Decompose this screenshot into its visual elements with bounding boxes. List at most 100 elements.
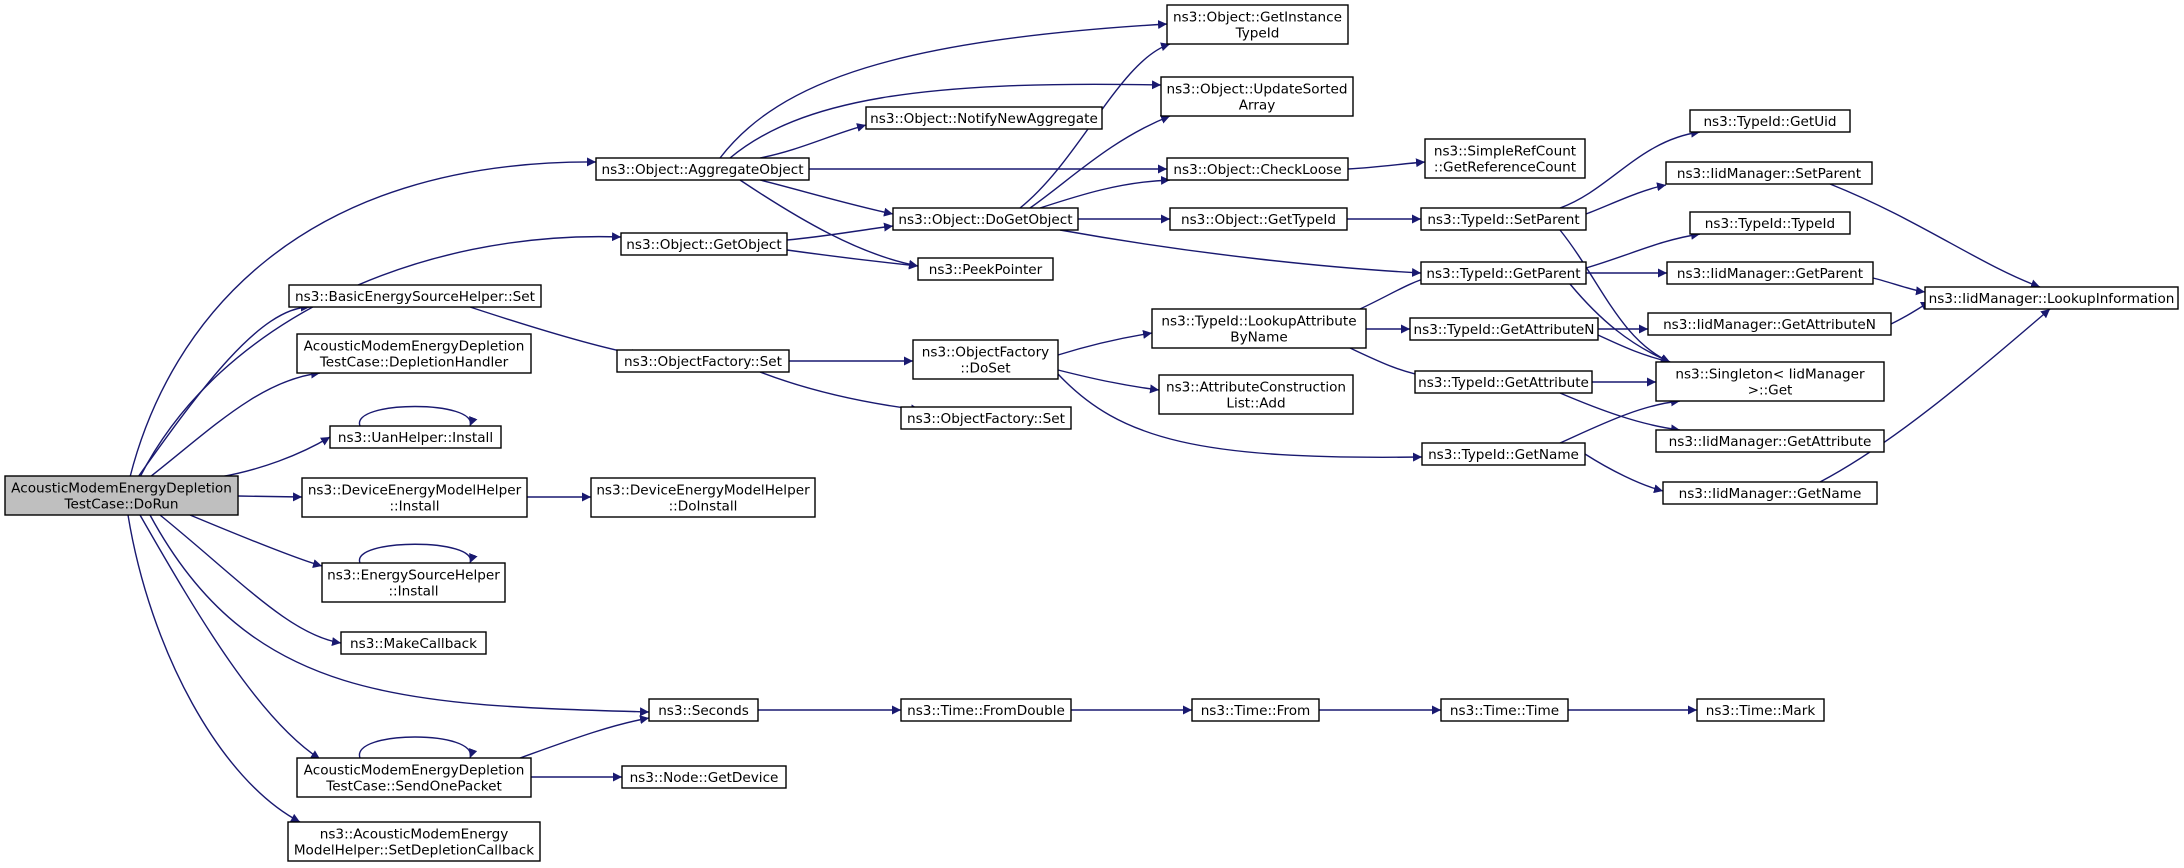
node-label: ::GetReferenceCount	[1434, 160, 1576, 176]
node-box	[1420, 261, 1587, 285]
node-box	[1414, 370, 1593, 394]
function-node[interactable]: ns3::TypeId::GetAttribute	[1414, 370, 1593, 394]
node-label: ns3::DeviceEnergyModelHelper	[596, 483, 810, 499]
node-label: ns3::IidManager::GetParent	[1677, 266, 1863, 282]
function-node[interactable]: ns3::Time::Mark	[1696, 698, 1825, 722]
function-node[interactable]: ns3::IidManager::GetParent	[1666, 261, 1874, 285]
node-label: ::Install	[388, 584, 438, 600]
edge-path	[139, 514, 321, 760]
function-node[interactable]: AcousticModemEnergyDepletionTestCase::Se…	[296, 757, 532, 798]
node-label: ns3::TypeId::GetParent	[1426, 266, 1580, 282]
function-node[interactable]: ns3::Object::AggregateObject	[595, 157, 810, 181]
call-edge-n16-n13	[1029, 115, 1171, 209]
function-node[interactable]: ns3::TypeId::GetParent	[1420, 261, 1587, 285]
function-node[interactable]: ns3::IidManager::SetParent	[1665, 161, 1873, 185]
function-node[interactable]: ns3::TypeId::GetAttributeN	[1409, 317, 1599, 341]
edge-path	[1890, 301, 1931, 325]
function-node[interactable]: ns3::Node::GetDevice	[621, 765, 787, 789]
call-edge-n29-n36	[1585, 182, 1667, 215]
node-box	[1655, 361, 1885, 402]
call-edge-n0-n4	[149, 369, 321, 478]
function-node[interactable]: ns3::SimpleRefCount::GetReferenceCount	[1424, 138, 1586, 179]
function-node[interactable]: ns3::Object::GetTypeId	[1169, 207, 1348, 231]
function-node[interactable]: ns3::IidManager::LookupInformation	[1924, 286, 2179, 310]
node-label: TestCase::DoRun	[63, 497, 178, 513]
node-box	[648, 698, 759, 722]
edge-path	[359, 736, 478, 759]
function-node[interactable]: ns3::Time::From	[1191, 698, 1320, 722]
function-node[interactable]: ns3::ObjectFactory::DoSet	[912, 339, 1059, 380]
node-label: Array	[1239, 98, 1276, 114]
function-node[interactable]: ns3::Object::DoGetObject	[892, 207, 1079, 231]
call-edge-n5-n5	[359, 405, 478, 427]
function-node[interactable]: ns3::BasicEnergySourceHelper::Set	[288, 284, 542, 308]
node-box	[287, 821, 541, 862]
function-node[interactable]: ns3::Time::Time	[1440, 698, 1569, 722]
call-edge-n19-n33	[1057, 373, 1423, 462]
node-box	[1191, 698, 1320, 722]
edge-path	[519, 715, 650, 759]
edge-path	[1585, 230, 1701, 269]
function-node[interactable]: ns3::ObjectFactory::Set	[900, 406, 1072, 430]
node-box	[321, 562, 506, 603]
function-node[interactable]: ns3::TypeId::GetName	[1421, 442, 1586, 466]
node-layer: AcousticModemEnergyDepletionTestCase::Do…	[4, 4, 2179, 862]
node-label: ns3::Singleton< IidManager	[1675, 367, 1865, 383]
function-node[interactable]: ns3::MakeCallback	[340, 631, 487, 655]
node-label: ns3::IidManager::GetAttributeN	[1663, 317, 1876, 333]
edge-path	[1584, 453, 1664, 494]
call-edge-n2-n17	[786, 249, 919, 270]
node-box	[1655, 429, 1885, 453]
call-edge-n42-n44	[1819, 308, 2051, 483]
edge-path	[1057, 369, 1160, 394]
function-node[interactable]: ns3::Seconds	[648, 698, 759, 722]
node-label: ::DoSet	[960, 361, 1010, 377]
node-label: ns3::Object::GetObject	[626, 237, 781, 253]
node-label: ns3::Object::CheckLoose	[1173, 162, 1341, 178]
call-edge-n10-n10	[359, 736, 478, 759]
call-edge-n1-n12	[719, 20, 1168, 159]
function-node[interactable]: ns3::Object::CheckLoose	[1166, 157, 1349, 181]
node-label: ns3::Seconds	[658, 703, 749, 719]
edge-path	[1829, 183, 2041, 289]
node-label: ns3::AttributeConstruction	[1166, 380, 1346, 396]
node-label: ns3::IidManager::SetParent	[1677, 166, 1861, 182]
node-box	[296, 333, 532, 374]
call-edge-n26-n30	[1359, 274, 1431, 310]
function-node[interactable]: ns3::Object::GetObject	[620, 232, 788, 256]
edge-path	[1359, 274, 1431, 310]
function-node[interactable]: ns3::Time::FromDouble	[900, 698, 1072, 722]
edge-path	[1585, 182, 1667, 215]
function-node[interactable]: ns3::IidManager::GetAttribute	[1655, 429, 1885, 453]
node-label: ns3::BasicEnergySourceHelper::Set	[295, 289, 535, 305]
call-edge-n16-n30	[1059, 229, 1422, 277]
call-edge-n1-n17	[739, 179, 919, 269]
function-node[interactable]: ns3::IidManager::GetName	[1662, 481, 1878, 505]
node-box	[296, 757, 532, 798]
function-node[interactable]: ns3::TypeId::SetParent	[1420, 207, 1587, 231]
call-edge-n7-n7	[359, 543, 478, 564]
call-edge-n0-n8	[159, 514, 342, 647]
root-function-node[interactable]: AcousticModemEnergyDepletionTestCase::Do…	[4, 475, 239, 516]
function-node[interactable]: ns3::EnergySourceHelper::Install	[321, 562, 506, 603]
node-label: ns3::TypeId::GetName	[1428, 447, 1579, 463]
function-node[interactable]: ns3::ObjectFactory::Set	[616, 349, 790, 373]
function-node[interactable]: ns3::TypeId::GetUid	[1689, 109, 1851, 133]
function-node[interactable]: ns3::PeekPointer	[917, 257, 1054, 281]
function-node[interactable]: ns3::UanHelper::Install	[329, 425, 502, 449]
function-node[interactable]: ns3::Singleton< IidManager >::Get	[1655, 361, 1885, 402]
function-node[interactable]: ns3::DeviceEnergyModelHelper::DoInstall	[590, 477, 816, 518]
node-label: List::Add	[1226, 396, 1285, 412]
function-node[interactable]: ns3::Object::NotifyNewAggregate	[865, 106, 1103, 130]
function-node[interactable]: ns3::TypeId::TypeId	[1689, 211, 1851, 235]
function-node[interactable]: ns3::IidManager::GetAttributeN	[1647, 312, 1892, 336]
function-node[interactable]: ns3::DeviceEnergyModelHelper::Install	[301, 477, 528, 518]
function-node[interactable]: AcousticModemEnergyDepletionTestCase::De…	[296, 333, 532, 374]
node-box	[1421, 442, 1586, 466]
function-node[interactable]: ns3::AcousticModemEnergyModelHelper::Set…	[287, 821, 541, 862]
